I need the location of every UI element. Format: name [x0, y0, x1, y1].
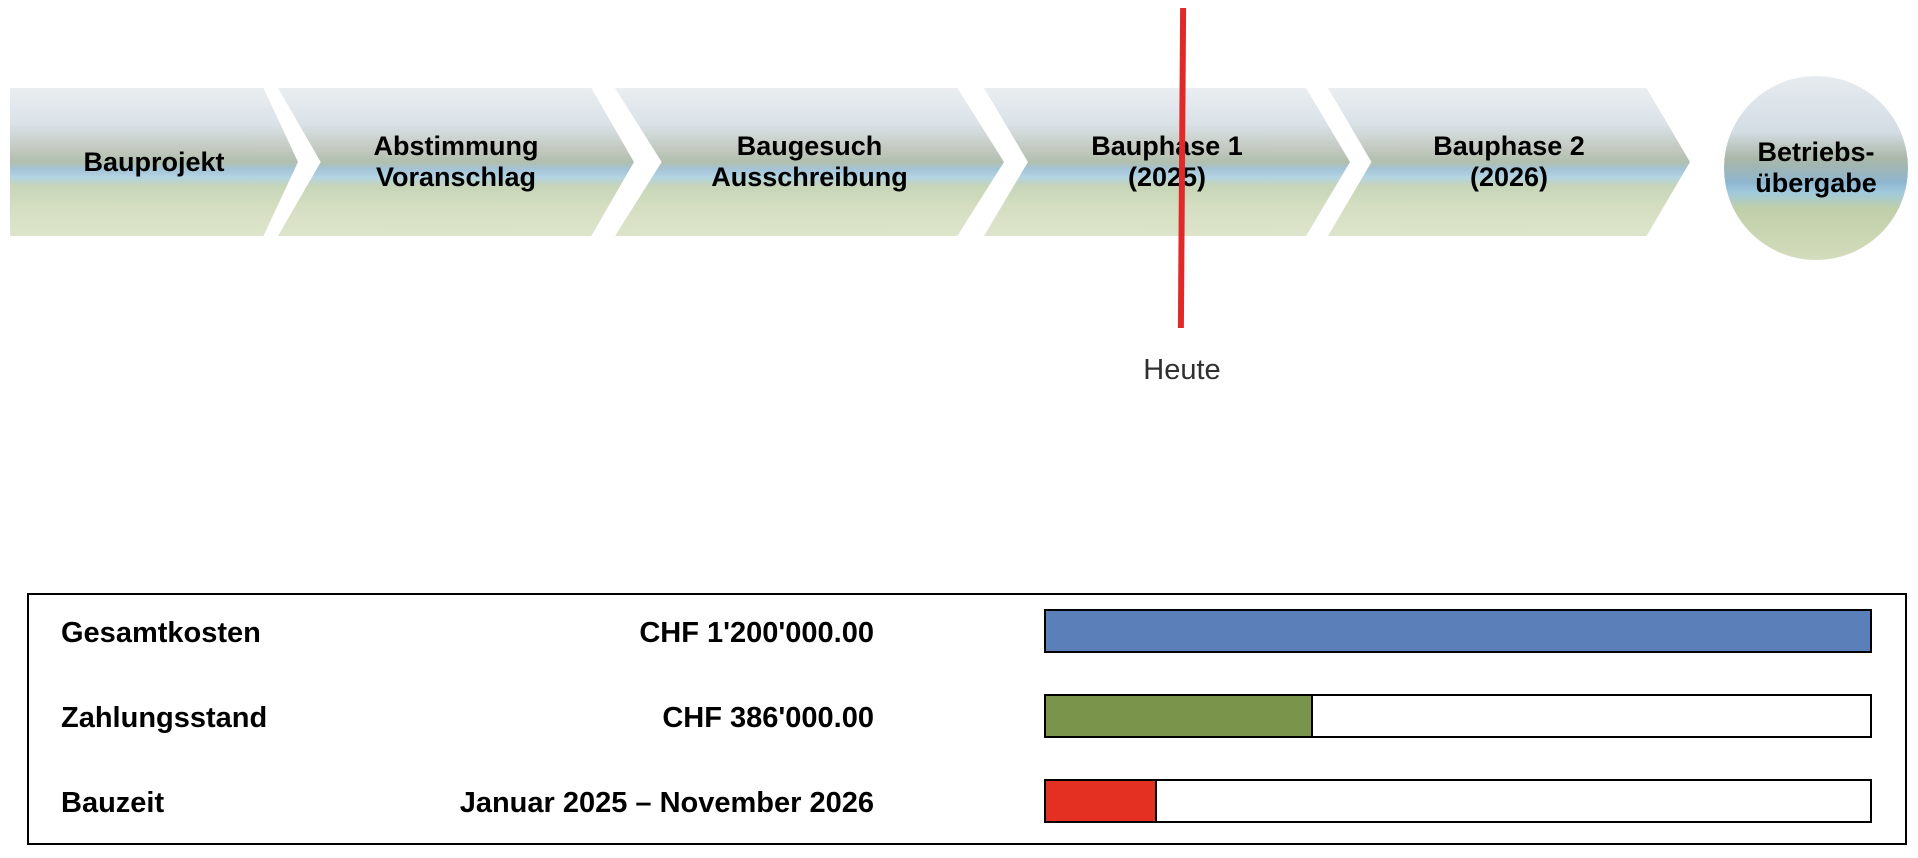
summary-row-name: Gesamtkosten	[61, 617, 261, 649]
phase-bauphase-2: Bauphase 2 (2026)	[1328, 88, 1690, 236]
summary-row-name: Bauzeit	[61, 787, 165, 819]
phase-bauphase-1: Bauphase 1 (2025)	[984, 88, 1350, 236]
summary-progress-bar	[1044, 779, 1872, 823]
phase-background	[278, 88, 634, 236]
summary-progress-fill	[1046, 781, 1157, 821]
today-marker-line	[1177, 7, 1187, 329]
summary-row-gesamtkosten: Gesamtkosten CHF 1'200'000.00	[29, 609, 1905, 657]
phase-background	[1724, 76, 1908, 260]
summary-progress-fill	[1046, 611, 1870, 651]
summary-row-name: Zahlungsstand	[61, 702, 268, 734]
summary-progress-bar	[1044, 694, 1872, 738]
phase-label: Bauprojekt	[83, 146, 225, 177]
phase-bauprojekt: Bauprojekt	[10, 88, 298, 236]
summary-row-bauzeit: Bauzeit Januar 2025 – November 2026	[29, 779, 1905, 827]
phase-label: Baugesuch Ausschreibung	[711, 131, 908, 192]
summary-row-value: CHF 386'000.00	[662, 702, 874, 734]
phase-baugesuch-ausschreibung: Baugesuch Ausschreibung	[615, 88, 1004, 236]
summary-row-value: CHF 1'200'000.00	[639, 617, 874, 649]
phase-label: Bauphase 2 (2026)	[1433, 131, 1585, 192]
phase-betriebsuebergabe: Betriebs- übergabe	[1724, 76, 1908, 260]
project-timeline: Bauprojekt Abstimmung Voranschlag Bauges…	[0, 0, 1918, 420]
project-summary-panel: Gesamtkosten CHF 1'200'000.00 Zahlungsst…	[27, 593, 1907, 845]
summary-progress-fill	[1046, 696, 1314, 736]
phase-background	[10, 88, 298, 236]
today-marker-label: Heute	[1143, 354, 1221, 386]
phase-background	[984, 88, 1350, 236]
summary-row-zahlungsstand: Zahlungsstand CHF 386'000.00	[29, 694, 1905, 742]
phase-label: Betriebs- übergabe	[1755, 137, 1877, 198]
phase-background	[615, 88, 1004, 236]
phase-abstimmung-voranschlag: Abstimmung Voranschlag	[278, 88, 634, 236]
summary-progress-bar	[1044, 609, 1872, 653]
phase-label: Abstimmung Voranschlag	[373, 131, 539, 192]
phase-background	[1328, 88, 1690, 236]
phase-label: Bauphase 1 (2025)	[1091, 131, 1243, 192]
summary-row-value: Januar 2025 – November 2026	[459, 787, 874, 819]
